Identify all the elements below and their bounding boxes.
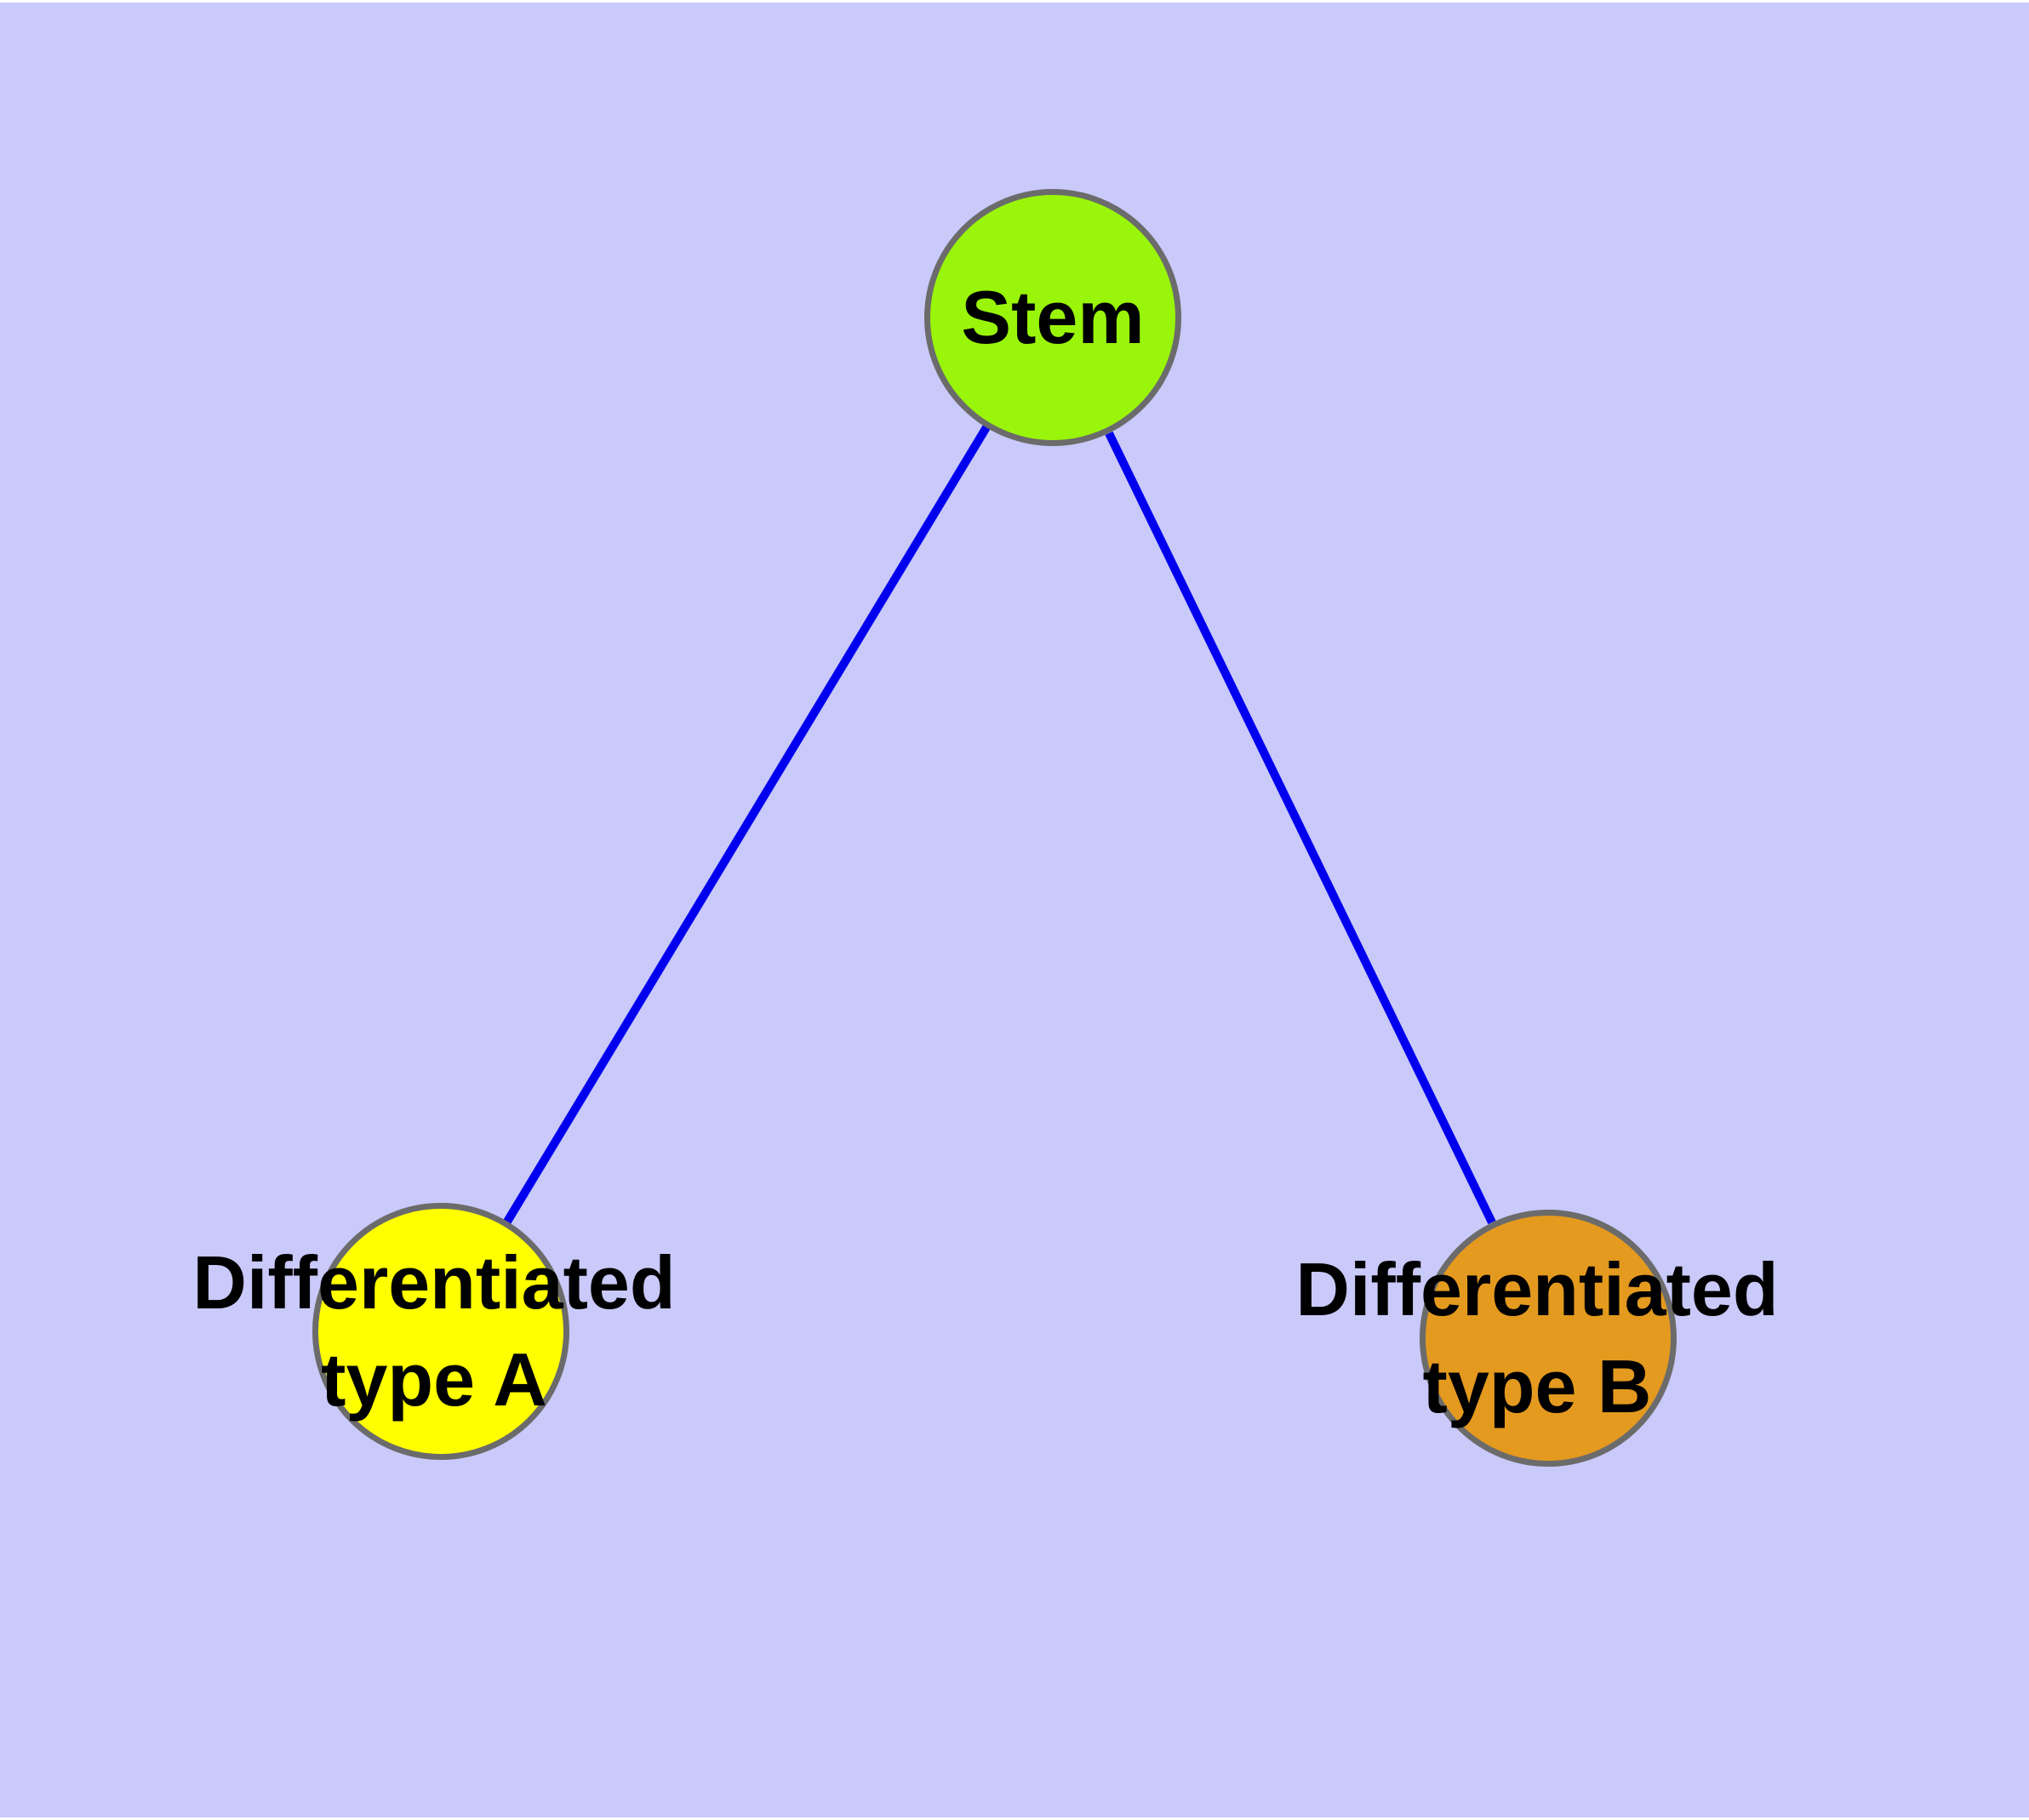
node-label-differentiated-type-b: Differentiated type B (1295, 1247, 1779, 1428)
node-differentiated-type-b (1420, 1210, 1677, 1467)
edges-layer (503, 425, 1496, 1225)
node-stem (924, 189, 1181, 446)
node-label-stem: Stem (961, 275, 1145, 359)
edge-stem-to-type-a (503, 425, 991, 1224)
node-label-differentiated-type-a: Differentiated type A (192, 1240, 676, 1422)
diagram-canvas: Stem Differentiated type A Differentiate… (0, 3, 2029, 1817)
edge-stem-to-type-b (1105, 431, 1496, 1225)
node-differentiated-type-a (312, 1203, 569, 1460)
